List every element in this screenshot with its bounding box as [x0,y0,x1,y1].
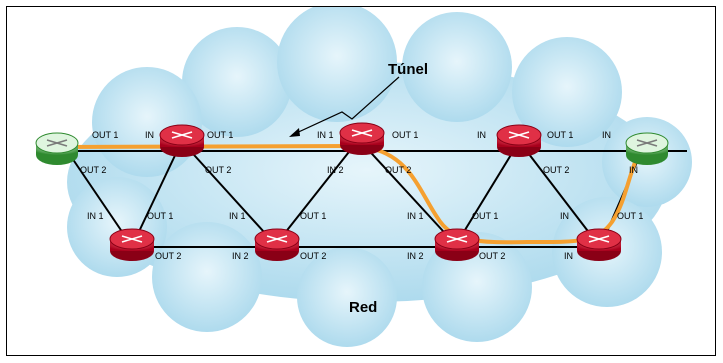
link-top3-bottom4 [521,144,598,244]
port-label: IN [560,211,569,221]
port-label: IN [602,130,611,140]
router-arrows-icon [588,235,610,243]
port-label: IN [477,130,486,140]
edge-router-right [625,132,669,165]
port-label: OUT 2 [205,165,231,175]
port-label: OUT 1 [147,211,173,221]
tunnel-pointer [291,76,400,136]
port-label: IN [564,251,573,261]
edge-router-left [35,132,79,165]
port-label: OUT 2 [80,165,106,175]
link-bottom3-top3 [456,144,518,244]
port-label: OUT 2 [543,165,569,175]
port-label: IN 2 [327,165,344,175]
port-label: IN 1 [87,211,104,221]
port-label: IN 1 [317,130,334,140]
network-diagram: Túnel Red OUT 1 IN OUT 1 IN 1 OUT 1 IN O… [35,7,692,347]
core-router-bottom-3 [434,228,480,261]
core-router-top-2 [339,122,385,155]
router-arrows-icon [446,235,468,243]
port-label: IN 1 [229,211,246,221]
link-top2-bottom3 [361,142,455,244]
port-label: OUT 1 [300,211,326,221]
port-label: OUT 2 [155,251,181,261]
link-bottom2-top2 [276,142,357,244]
core-router-bottom-2 [254,228,300,261]
port-label: IN 2 [407,251,424,261]
tunnel-label: Túnel [388,61,428,78]
router-arrows-icon [46,139,68,147]
tunnel-arrowhead [289,128,300,137]
router-arrows-icon [508,131,530,139]
diagram-frame: Túnel Red OUT 1 IN OUT 1 IN 1 OUT 1 IN O… [6,6,716,356]
port-label: OUT 1 [617,211,643,221]
router-arrows-icon [171,131,193,139]
port-label: OUT 2 [300,251,326,261]
link-top1-bottom2 [184,144,275,244]
cloud-label: Red [349,299,377,316]
core-router-bottom-1 [109,228,155,261]
link-bottom1-top1 [134,146,180,241]
port-label: OUT 1 [392,130,418,140]
port-label: OUT 1 [547,130,573,140]
core-router-top-1 [159,124,205,157]
port-label: OUT 1 [92,130,118,140]
port-label: OUT 2 [479,251,505,261]
network-cloud [67,7,692,347]
link-edgeleft-bottom1 [69,154,130,243]
port-label: IN 1 [407,211,424,221]
router-arrows-icon [121,235,143,243]
tunnel-path [55,143,639,245]
port-label: OUT 1 [207,130,233,140]
router-arrows-icon [636,139,658,147]
router-arrows-icon [266,235,288,243]
port-label: IN 2 [232,251,249,261]
port-label: OUT 2 [385,165,411,175]
router-arrows-icon [351,129,373,137]
port-label: IN [145,130,154,140]
port-label: IN [629,165,638,175]
core-router-bottom-4 [576,228,622,261]
port-label: OUT 1 [472,211,498,221]
core-router-top-3 [496,124,542,157]
network-links [37,142,687,248]
